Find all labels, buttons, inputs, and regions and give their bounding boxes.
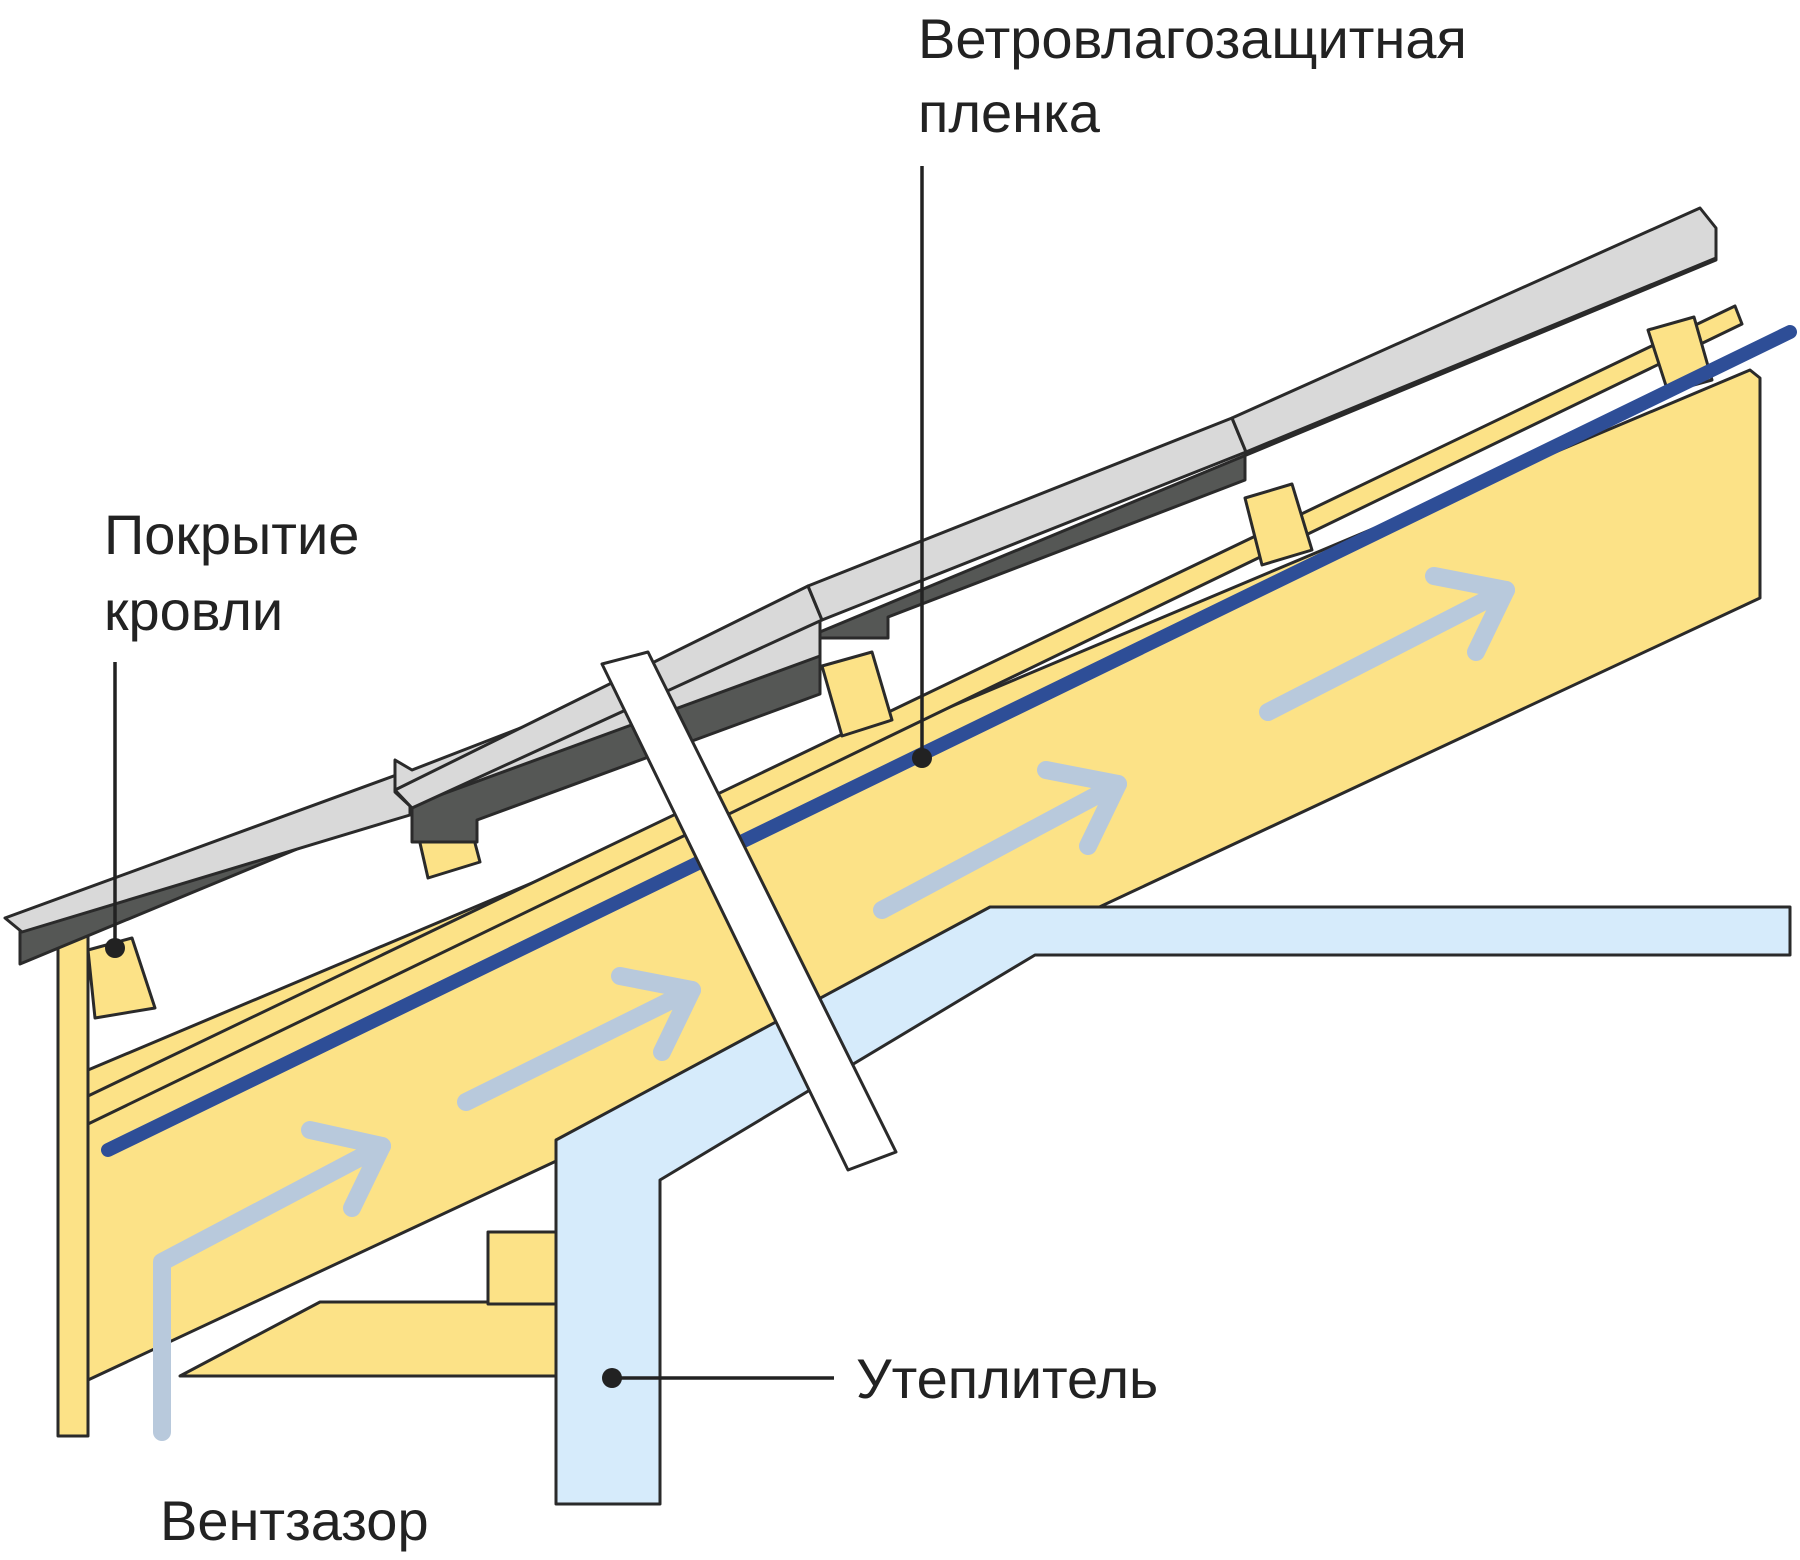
counter-batten bbox=[86, 304, 1744, 1126]
callouts bbox=[105, 166, 932, 1388]
roof-covering-tile bbox=[1230, 206, 1718, 454]
batten bbox=[820, 650, 894, 738]
airflow-arrowhead bbox=[301, 1121, 391, 1217]
joist-block bbox=[486, 1230, 558, 1306]
roof-covering-tile bbox=[3, 768, 412, 934]
airflow-arrow bbox=[873, 775, 1127, 919]
membrane-line bbox=[101, 325, 1797, 1157]
airflow-arrowhead bbox=[1425, 567, 1515, 661]
airflow-arrowhead bbox=[611, 967, 701, 1061]
label-vent-gap: Вентзазор bbox=[160, 1489, 429, 1552]
airflow-arrow bbox=[153, 1137, 391, 1441]
airflow-arrowhead bbox=[1037, 761, 1127, 855]
label-membrane-line2: пленка bbox=[918, 81, 1101, 144]
label-insulation: Утеплитель bbox=[856, 1347, 1158, 1410]
insulation-body bbox=[554, 905, 1792, 1506]
cross-board bbox=[600, 650, 898, 1172]
batten bbox=[1243, 482, 1314, 567]
label-membrane-line1: Ветровлагозащитная bbox=[918, 7, 1467, 70]
callout-dot-insulation bbox=[602, 1368, 622, 1388]
ceiling-joist bbox=[178, 1300, 562, 1378]
airflow-arrows bbox=[153, 567, 1515, 1441]
callout-dot-membrane bbox=[912, 748, 932, 768]
wall-board bbox=[56, 930, 90, 1438]
callout-dot-roof-covering bbox=[105, 938, 125, 958]
airflow-arrow bbox=[1259, 581, 1515, 721]
label-roof-covering-line1: Покрытие bbox=[104, 503, 359, 566]
label-roof-covering-line2: кровли bbox=[104, 579, 283, 642]
airflow-arrow bbox=[457, 981, 701, 1111]
